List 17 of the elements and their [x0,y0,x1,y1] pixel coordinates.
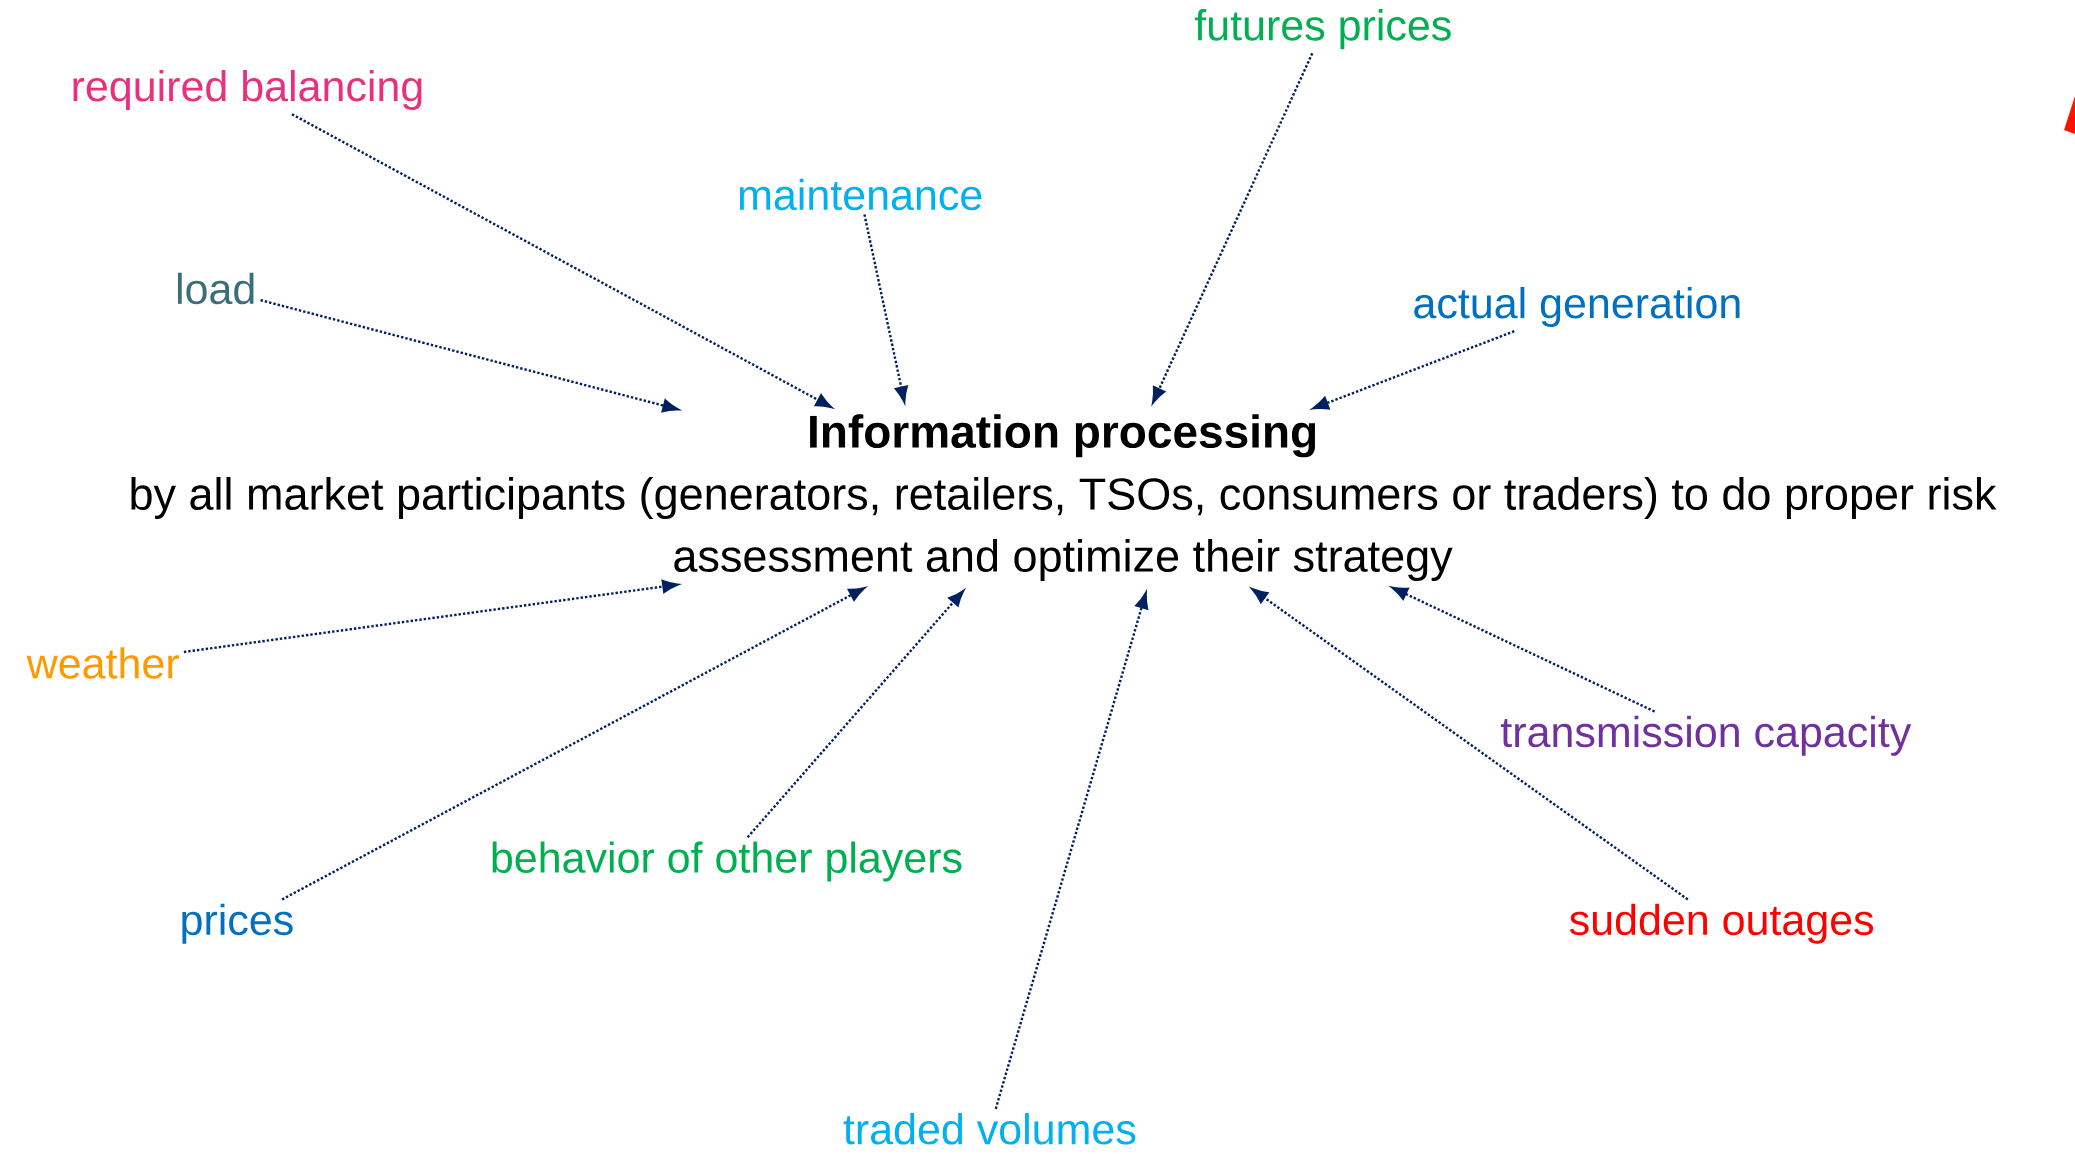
label: weather [26,647,179,679]
arrow [994,592,1149,1110]
label: prices [182,903,293,944]
label: traded volumes [843,1113,1136,1145]
label: actual generation [1414,286,1740,328]
arrow [863,214,908,403]
label: sudden outages [1569,903,1874,944]
label: required balancing [73,69,422,111]
label: load [177,272,254,305]
label: futures prices [1194,9,1451,50]
label: transmission capacity [1500,715,1912,756]
arrow [1312,330,1515,410]
arrow [1391,586,1656,713]
central-text: Information processing by all market participants (generators, retailers, TSOs, consumers or traders) to do proper risk assessment and optimize their strategy [131,414,1997,581]
arrow [1152,52,1314,404]
arrow [1251,588,1689,901]
label: maintenance [739,178,982,211]
